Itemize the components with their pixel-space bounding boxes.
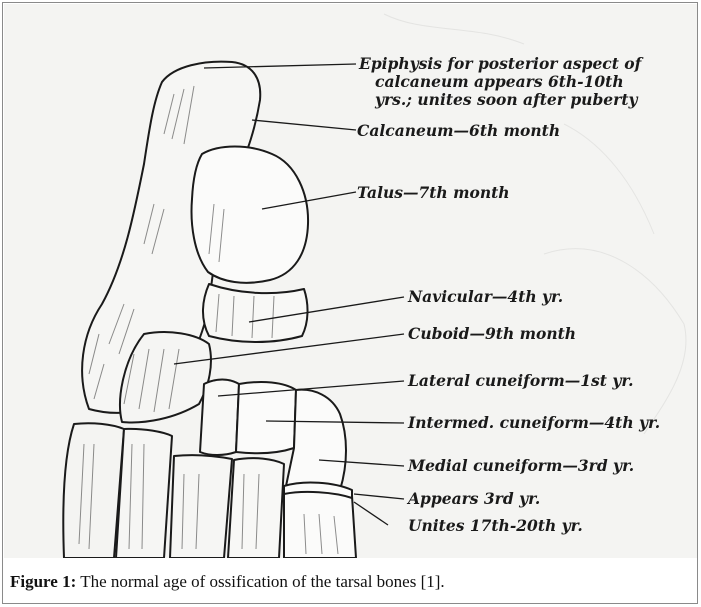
label-intermed-cuneiform: Intermed. cuneiform—4th yr. — [408, 414, 660, 431]
label-navicular: Navicular—4th yr. — [408, 288, 563, 305]
label-appears: Appears 3rd yr. — [408, 490, 540, 507]
lateral-cuneiform-bone — [200, 380, 239, 456]
label-epiphysis-line-3: yrs.; unites soon after puberty — [375, 91, 638, 108]
metatarsal-3 — [170, 455, 232, 558]
figure-caption: Figure 1: The normal age of ossification… — [10, 572, 445, 592]
navicular-bone — [203, 284, 308, 342]
label-cuboid: Cuboid—9th month — [408, 325, 576, 342]
label-unites: Unites 17th-20th yr. — [408, 517, 583, 534]
label-lateral-cuneiform: Lateral cuneiform—1st yr. — [408, 372, 633, 389]
caption-prefix: Figure 1: — [10, 572, 76, 591]
label-medial-cuneiform: Medial cuneiform—3rd yr. — [408, 457, 634, 474]
metatarsal-5 — [63, 423, 124, 558]
label-calcaneum: Calcaneum—6th month — [357, 122, 560, 139]
talus-bone — [192, 147, 309, 283]
label-epiphysis-line-1: Epiphysis for posterior aspect of — [359, 55, 641, 72]
caption-text: The normal age of ossification of the ta… — [76, 572, 444, 591]
label-epiphysis-line-2: calcaneum appears 6th-10th — [375, 73, 624, 90]
label-talus: Talus—7th month — [357, 184, 510, 201]
